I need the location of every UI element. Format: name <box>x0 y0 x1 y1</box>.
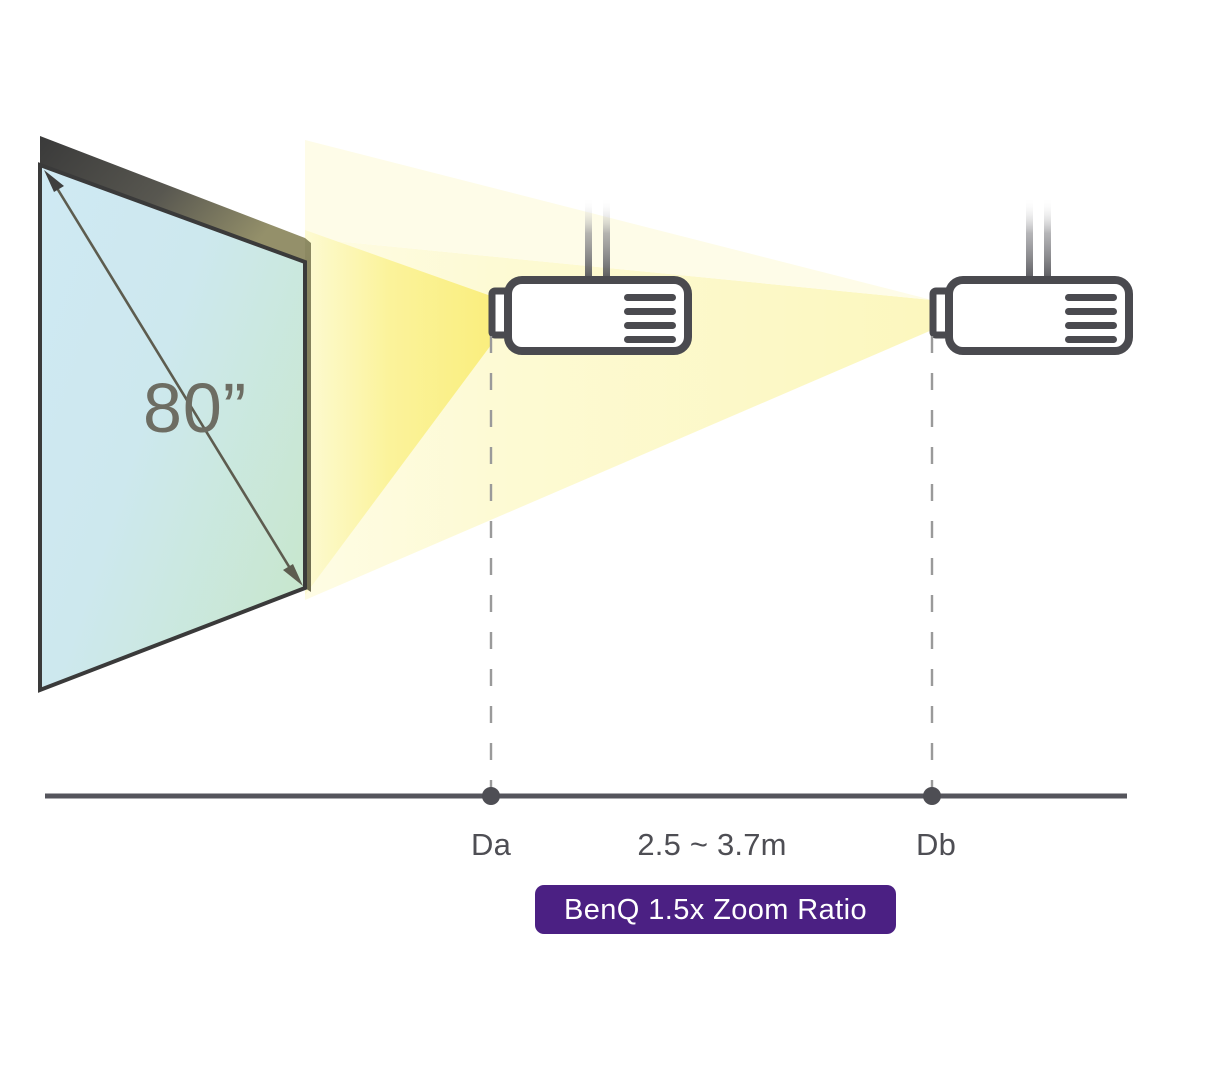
badge-label: BenQ 1.5x Zoom Ratio <box>564 894 867 926</box>
light-beams <box>305 140 932 600</box>
axis-dot-db <box>923 787 941 805</box>
screen-size-label: 80” <box>143 369 247 447</box>
mount-rod-left <box>585 198 592 286</box>
beam-far-projector-upper <box>305 140 932 300</box>
axis-label-db: Db <box>916 827 956 862</box>
badge-background <box>535 885 896 934</box>
beam-near-projector <box>305 230 491 595</box>
screen-face <box>38 162 307 693</box>
projection-screen: 80” <box>38 136 311 693</box>
mount-rod-right <box>1044 198 1051 286</box>
distance-axis: Da 2.5 ~ 3.7m Db <box>45 787 1127 862</box>
axis-label-da: Da <box>471 827 512 862</box>
mount-rod-left <box>1026 198 1033 286</box>
drop-lines <box>489 336 934 793</box>
diagonal-measure-arrow <box>44 170 303 586</box>
zoom-ratio-badge: BenQ 1.5x Zoom Ratio <box>535 885 896 934</box>
projector-vents <box>1065 294 1117 343</box>
projector-far <box>929 198 1133 355</box>
projector-vents <box>624 294 676 343</box>
screen-top-bevel <box>40 136 305 262</box>
axis-range-label: 2.5 ~ 3.7m <box>637 827 786 862</box>
mount-rod-right <box>603 198 610 286</box>
axis-dot-da <box>482 787 500 805</box>
projector-near <box>488 198 692 355</box>
